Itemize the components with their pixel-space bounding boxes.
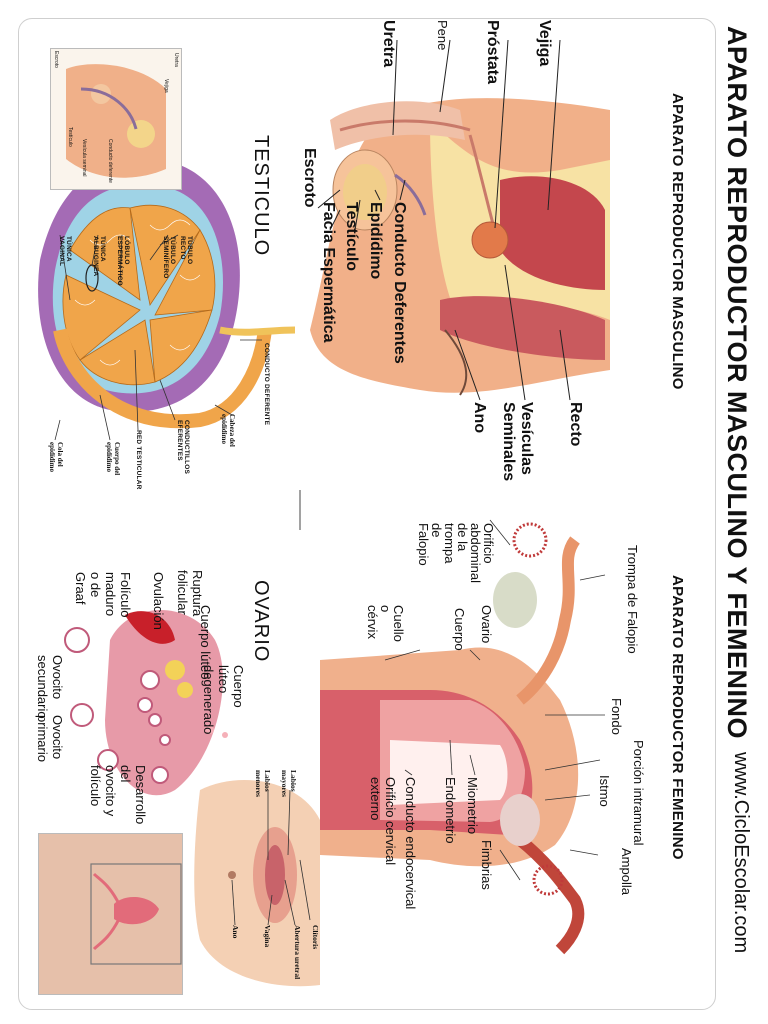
male-sagittal-illustration	[310, 98, 610, 396]
thumb-label-1: Uretra	[173, 53, 179, 67]
label-cola-epididimo: Cola del epidídimo	[48, 442, 64, 472]
label-cuerpo-epididimo: Cuerpo del epidídimo	[105, 442, 121, 476]
male-title: APARATO REPRODUCTOR MASCULINO	[669, 93, 686, 390]
label-lobulo-espermatico: LÓBULO ESPERMÁTICO	[116, 236, 130, 286]
label-red-testicular: RED TESTICULAR	[135, 430, 142, 490]
label-cuerpo-luteo: Cuerpo lúteo	[198, 605, 213, 680]
label-conducto-deferentes: Conducto Deferentes	[391, 202, 408, 364]
label-fondo: Fondo	[609, 698, 624, 735]
testicle-title: TESTICULO	[250, 135, 272, 257]
label-conductillos-eferentes: CONDUCTILLOS EFERENTES	[176, 420, 190, 475]
label-endometrio: Endometrio	[443, 777, 458, 844]
label-vagina: Vagina	[263, 925, 272, 948]
label-cuerpo: Cuerpo	[452, 608, 467, 651]
male-pelvis-thumbnail: Uretra Vejiga Vesícula seminal Testículo…	[50, 48, 182, 190]
label-cuello-cervix: Cuello o cérvix	[365, 605, 406, 642]
label-epididimo: Epidídimo	[367, 202, 384, 280]
female-body-thumbnail	[38, 833, 183, 995]
label-escroto: Escroto	[301, 148, 318, 208]
label-tubulo-recto: TÚBULO RECTO	[179, 236, 193, 265]
label-cabeza-epididimo: Cabeza del epidídimo	[220, 414, 236, 447]
thumbnail-female-illustration	[90, 863, 182, 965]
label-tubulo-seminifero: TÚBULO SEMINÍFERO	[162, 236, 176, 279]
label-recto: Recto	[567, 402, 584, 447]
label-trompa-falopio: Trompa de Falopio	[625, 545, 640, 654]
testicle-leader-lines	[54, 234, 262, 441]
ovary-illustration	[64, 610, 228, 796]
label-conducto-endocervical: Conducto endocervical	[403, 777, 418, 910]
label-labios-mayores: Labios mayores	[280, 770, 298, 797]
label-uretra: Uretra	[380, 20, 397, 68]
label-ano-male: Ano	[471, 402, 488, 434]
label-istmo: Istmo	[597, 775, 612, 807]
label-ovulacion: Ovulación	[151, 572, 166, 630]
label-tunica-albuginea: TÚNICA ALBUGINEA	[92, 236, 106, 277]
vulva-leader-lines	[231, 789, 311, 926]
thumbnail-illustration	[66, 64, 166, 178]
label-fimbrias: Fimbrias	[479, 840, 494, 890]
female-title: APARATO REPRODUCTOR FEMENINO	[669, 575, 686, 860]
female-leader-lines	[384, 519, 606, 881]
label-miometrio: Miometrio	[465, 777, 480, 835]
label-ano-vulva: Ano	[231, 925, 240, 939]
label-testiculo: Testículo	[343, 202, 360, 272]
ovary-title: OVARIO	[250, 580, 272, 663]
thumb-label-2: Vejiga	[163, 79, 169, 93]
label-porcion-intramural: Porción intramural	[631, 740, 646, 846]
label-desarrollo-ovocito: Desarrollo del ovocito y folículo	[88, 765, 148, 825]
label-labios-menores: Labios menores	[254, 770, 272, 797]
label-foliculo-maduro: Folículo maduro o de Graaf	[73, 572, 133, 618]
male-leader-lines	[317, 39, 571, 401]
label-abertura-uretral: Abertura uretral	[293, 925, 302, 980]
label-ovario: Ovario	[479, 605, 494, 644]
label-vejiga: Vejiga	[536, 20, 553, 67]
label-orificio-abdominal: Orificio abdominal de la trompa de Falop…	[416, 523, 496, 583]
label-prostata: Próstata	[484, 20, 501, 85]
thumb-label-3: Vesícula seminal	[81, 139, 87, 177]
thumb-label-4: Testículo	[67, 127, 73, 147]
label-clitoris: Clítoris	[311, 925, 320, 950]
testicle-illustration	[38, 158, 296, 429]
label-tunica-vaginal: TÚNICA VAGINAL	[58, 236, 72, 267]
vesiculas-seminales-text: Vesículas Seminales	[500, 402, 535, 482]
label-ruptura-folicular: Ruptura folicular	[175, 570, 205, 617]
label-ovocito-primario: Ovocito primario	[35, 715, 65, 762]
thumb-label-5: Conducto deferente	[107, 139, 113, 183]
label-ampolla: Ampolla	[619, 848, 634, 895]
label-pene: Pene	[435, 20, 450, 51]
thumb-label-6: Escroto	[53, 51, 59, 68]
female-uterus-illustration	[320, 522, 585, 955]
label-ovocito-secundario: Ovocito secundario	[35, 655, 65, 719]
label-orificio-cervical-externo: Orificio cervical externo	[368, 777, 398, 866]
label-facia-espermatica: Facia Espermática	[320, 202, 337, 343]
label-conducto-deferente-testicle: CONDUCTO DEFERENTE	[263, 343, 270, 426]
